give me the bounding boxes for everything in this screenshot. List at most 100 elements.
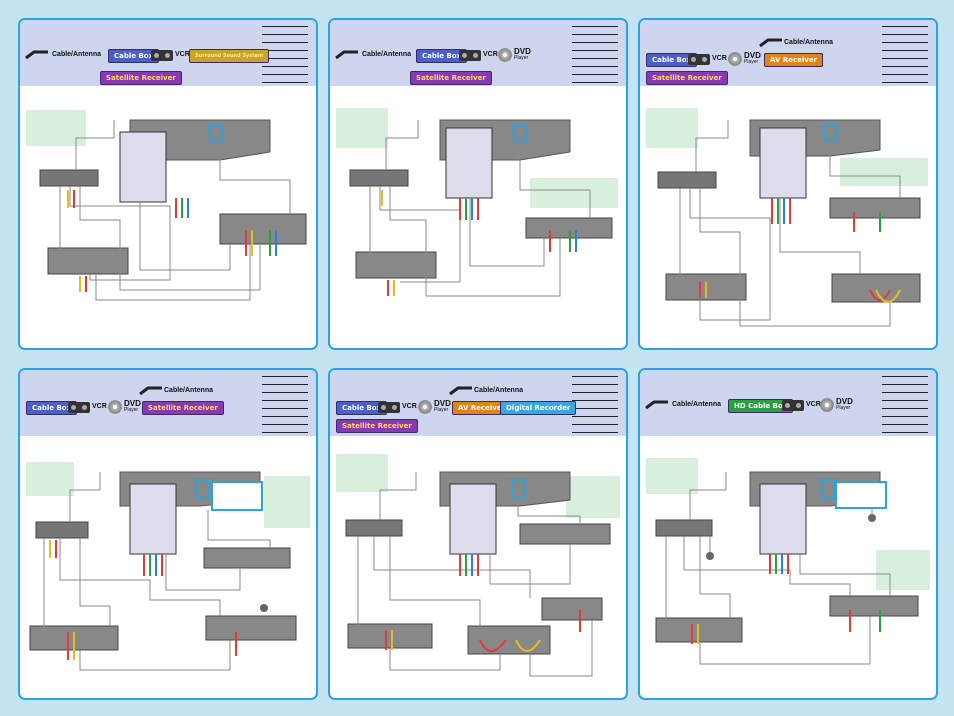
cable-antenna-label: Cable/Antenna (784, 39, 834, 46)
dvd-disc-icon (418, 400, 432, 414)
cable-box-label: Cable Box (416, 49, 468, 63)
tv-input-panel (449, 483, 497, 555)
note-lines (882, 26, 928, 90)
digital-recorder-label: Digital Recorder (500, 401, 577, 415)
note-lines (882, 376, 928, 440)
connection-diagram (26, 462, 310, 671)
hdmi-connector (706, 552, 714, 560)
vcr-device (47, 247, 129, 275)
cable-box-device (39, 169, 99, 187)
dvd-device (829, 197, 921, 219)
note-lines (572, 376, 618, 440)
cable-antenna-label: Cable/Antenna (52, 51, 102, 58)
note-box (336, 454, 388, 492)
hdmi-connector (260, 604, 268, 612)
note-box (264, 476, 310, 528)
cable-box-device (657, 171, 717, 189)
vcr-label: VCR (483, 51, 498, 58)
vcr-icon (378, 402, 400, 413)
cable-box-label: Cable Box (26, 401, 78, 415)
note-box (26, 110, 86, 146)
cable-box-device (349, 169, 409, 187)
dvd-disc-icon (108, 400, 122, 414)
connection-diagram (336, 108, 618, 297)
av-receiver-label: AV Receiver (764, 53, 823, 67)
satellite-device (205, 615, 297, 641)
cable-plug-icon (645, 400, 668, 410)
note-box (566, 476, 620, 518)
dvd-device (203, 547, 291, 569)
vcr-icon (459, 50, 481, 61)
vcr-icon (782, 400, 804, 411)
note-box (840, 158, 928, 186)
cable-box-label: Cable Box (108, 49, 160, 63)
note-box (26, 462, 74, 496)
digital-recorder-device (541, 597, 603, 621)
cable-antenna-label: Cable/Antenna (362, 51, 412, 58)
vcr-icon (688, 54, 710, 65)
tv-input-panel (759, 127, 807, 199)
satellite-receiver-label: Satellite Receiver (100, 71, 182, 85)
note-box (876, 550, 930, 590)
vcr-label: VCR (806, 401, 821, 408)
cable-plug-icon (449, 386, 472, 396)
hdmi-panel (835, 481, 887, 509)
dvd-disc-icon (820, 398, 834, 412)
tv-input-panel (119, 131, 167, 203)
hdmi-panel (211, 481, 263, 511)
vcr-label: VCR (712, 55, 727, 62)
tv-input-panel (759, 483, 807, 555)
cable-plug-icon (25, 50, 48, 60)
connection-diagram (646, 108, 928, 327)
vcr-device (347, 623, 433, 649)
dvd-disc-icon (498, 48, 512, 62)
tv-input-panel (129, 483, 177, 555)
note-box (530, 178, 618, 208)
note-box (646, 458, 698, 494)
cable-box-device (35, 521, 89, 539)
satellite-receiver-label: Satellite Receiver (336, 419, 418, 433)
vcr-label: VCR (175, 51, 190, 58)
vcr-device (355, 251, 437, 279)
note-box (646, 108, 698, 148)
sound-system-label: Surround Sound System (189, 49, 270, 63)
panel-header: Cable/Antenna Cable Box VCR Surround Sou… (20, 20, 316, 86)
cable-box-device (345, 519, 403, 537)
satellite-receiver-label: Satellite Receiver (142, 401, 224, 415)
satellite-receiver-label: Satellite Receiver (410, 71, 492, 85)
receiver-device (219, 213, 307, 245)
cable-plug-icon (139, 386, 162, 396)
hd-cable-box-device (655, 519, 713, 537)
note-lines (262, 376, 308, 440)
note-lines (572, 26, 618, 90)
satellite-receiver-label: Satellite Receiver (646, 71, 728, 85)
cable-antenna-label: Cable/Antenna (474, 387, 524, 394)
vcr-icon (68, 402, 90, 413)
cable-antenna-label: Cable/Antenna (672, 401, 722, 408)
connection-diagram (646, 458, 930, 665)
dvd-device (519, 523, 611, 545)
diagram-panel-1: Cable/Antenna Cable Box VCR Surround Sou… (18, 18, 318, 350)
note-lines (262, 26, 308, 90)
note-box (336, 108, 388, 148)
connection-diagram (26, 110, 307, 301)
connection-diagram (336, 454, 620, 677)
dvd-device (829, 595, 919, 617)
vcr-icon (151, 50, 173, 61)
tv-input-panel (445, 127, 493, 199)
hdmi-connector (868, 514, 876, 522)
